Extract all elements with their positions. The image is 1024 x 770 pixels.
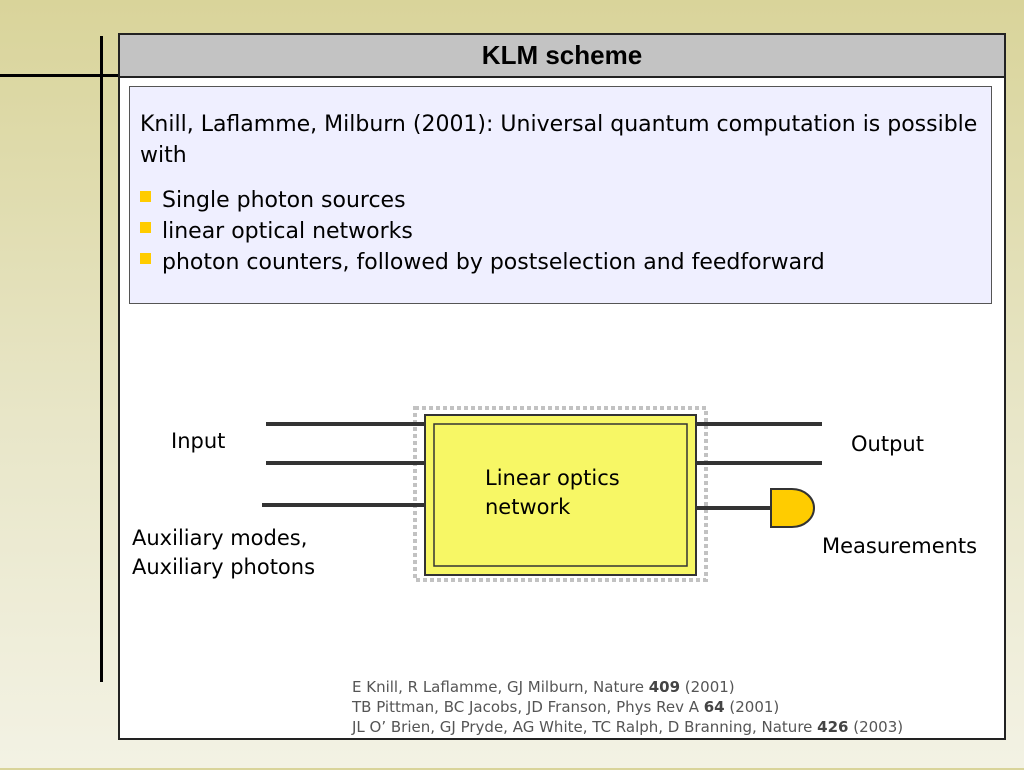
input-label: Input: [171, 429, 226, 453]
reference-volume: 409: [648, 678, 681, 696]
network-label: Linear optics network: [485, 464, 620, 522]
bullet-text: Single photon sources: [162, 188, 406, 213]
reference-volume: 426: [817, 718, 849, 736]
intro-box: Knill, Laflamme, Milburn (2001): Univers…: [129, 86, 992, 304]
bullet-text: photon counters, followed by postselecti…: [162, 250, 825, 275]
auxiliary-label-line-2: Auxiliary photons: [132, 555, 316, 579]
reference-year: (2003): [848, 718, 904, 736]
reference-volume: 64: [703, 698, 725, 716]
output-label: Output: [851, 432, 924, 456]
measurements-label: Measurements: [822, 534, 978, 558]
bullet-item: photon counters, followed by postselecti…: [140, 247, 981, 278]
reference-item: JL O’ Brien, GJ Pryde, AG White, TC Ralp…: [352, 717, 903, 737]
decorative-tick-mark: [100, 186, 103, 196]
dotted-boundary: [413, 406, 708, 582]
auxiliary-label: Auxiliary modes, Auxiliary photons: [132, 524, 315, 582]
reference-authors: TB Pittman, BC Jacobs, JD Franson, Phys …: [352, 698, 704, 716]
bullet-square-icon: [140, 253, 151, 264]
bullet-list: Single photon sources linear optical net…: [140, 185, 981, 278]
references: E Knill, R Laflamme, GJ Milburn, Nature …: [352, 677, 903, 737]
reference-year: (2001): [680, 678, 735, 696]
bullet-item: Single photon sources: [140, 185, 981, 216]
intro-text: Knill, Laflamme, Milburn (2001): Univers…: [140, 112, 978, 168]
network-label-line-2: network: [485, 495, 571, 519]
detector-icon: [770, 488, 815, 528]
slide-title: KLM scheme: [120, 35, 1004, 78]
reference-authors: E Knill, R Laflamme, GJ Milburn, Nature: [352, 678, 649, 696]
bullet-item: linear optical networks: [140, 216, 981, 247]
slide-frame: KLM scheme Knill, Laflamme, Milburn (200…: [118, 33, 1006, 740]
reference-authors: JL O’ Brien, GJ Pryde, AG White, TC Ralp…: [352, 718, 818, 736]
reference-year: (2001): [724, 698, 780, 716]
bullet-square-icon: [140, 191, 151, 202]
decorative-horizontal-rule: [0, 74, 120, 77]
bullet-text: linear optical networks: [162, 219, 413, 244]
network-label-line-1: Linear optics: [485, 466, 620, 490]
auxiliary-label-line-1: Auxiliary modes,: [132, 526, 308, 550]
decorative-vertical-rule: [100, 36, 103, 682]
linear-optics-inner-box: [433, 423, 688, 567]
reference-item: E Knill, R Laflamme, GJ Milburn, Nature …: [352, 677, 903, 697]
bullet-square-icon: [140, 222, 151, 233]
reference-item: TB Pittman, BC Jacobs, JD Franson, Phys …: [352, 697, 903, 717]
